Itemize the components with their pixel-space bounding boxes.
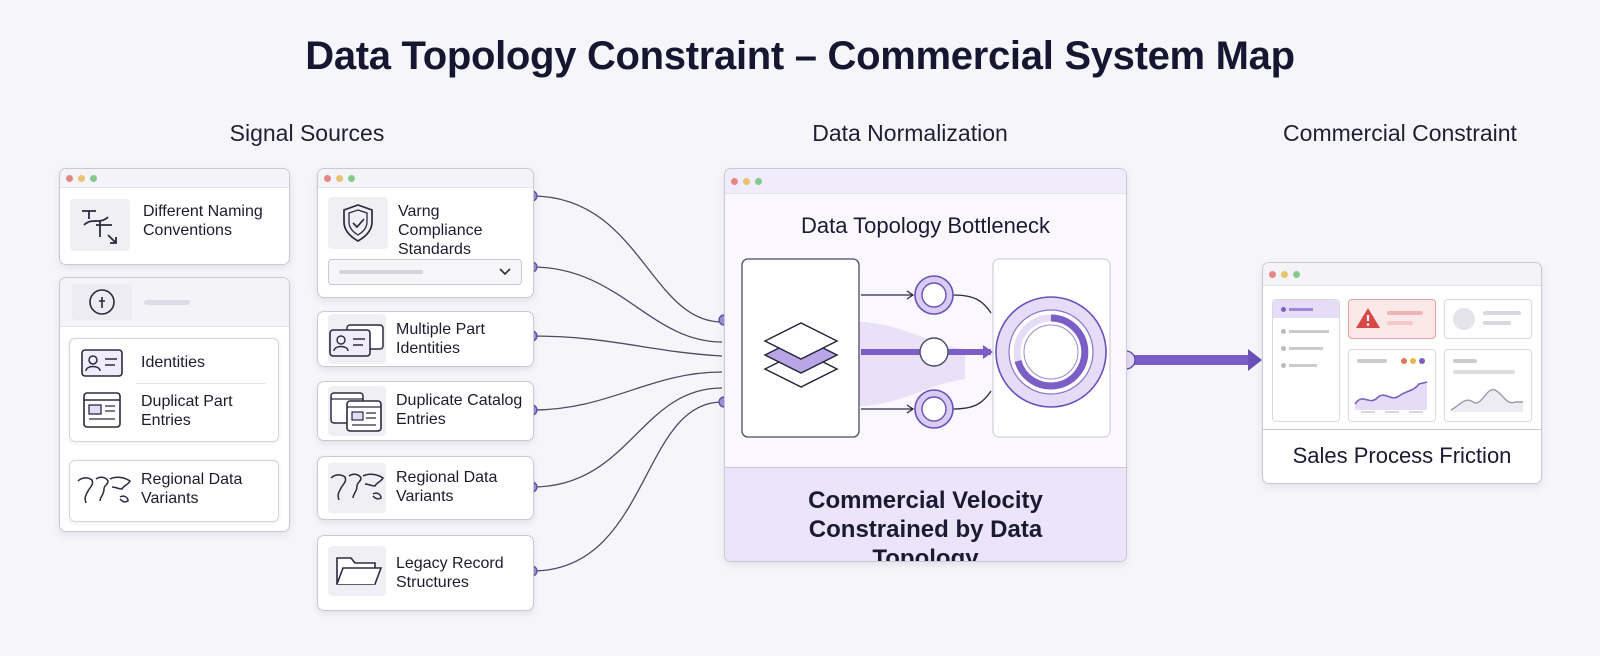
source-label: Regional Data Variants	[396, 469, 498, 505]
bottleneck-window: Data Topology Bottleneck	[724, 168, 1127, 562]
page-title: Data Topology Constraint – Commercial Sy…	[305, 34, 1295, 78]
profile-card	[1444, 299, 1532, 339]
connector-curve	[531, 401, 723, 572]
shield-icon	[328, 197, 388, 249]
naming-icon	[70, 199, 130, 251]
bottleneck-footer: Commercial Velocity Constrained by Data …	[725, 467, 1126, 562]
dashboard-sidebar	[1272, 299, 1340, 422]
id-card-icon	[80, 347, 124, 384]
identities-label: Identities	[141, 354, 206, 371]
bottleneck-footer-text: Commercial Velocity Constrained by Data …	[808, 487, 1043, 562]
source-card-duplicate-catalog: Duplicate Catalog Entries	[317, 381, 534, 441]
output-arrow-head	[1248, 349, 1262, 371]
warning-icon	[1356, 308, 1380, 328]
bottleneck-heading: Data Topology Bottleneck	[800, 213, 1051, 238]
connector-curve	[531, 195, 723, 323]
naming-conventions-window: Different Naming Conventions	[59, 168, 290, 265]
id-cards-icon	[328, 314, 386, 364]
bottleneck-graphic	[741, 258, 1111, 438]
world-map-icon	[74, 471, 134, 516]
alert-card	[1348, 299, 1436, 339]
source-label: Varng Compliance Standards	[398, 203, 483, 258]
source-label: Duplicate Catalog Entries	[396, 392, 523, 428]
column-header-signal-sources: Signal Sources	[229, 120, 385, 146]
world-map-icon	[328, 463, 386, 513]
connector-curve	[531, 371, 723, 411]
regional-data-variants-label: Regional Data Variants	[141, 471, 243, 507]
connector-curve	[531, 335, 723, 357]
document-icon	[82, 391, 122, 436]
activity-chart-card	[1444, 349, 1532, 422]
folder-icon	[328, 546, 386, 596]
info-icon	[72, 284, 132, 320]
standards-dropdown[interactable]	[328, 259, 522, 285]
source-card-compliance: Varng Compliance Standards	[317, 168, 534, 298]
trend-chart-card	[1348, 349, 1436, 422]
connector-curve	[531, 387, 723, 488]
duplicat-part-entries-label: Duplicat Part Entries	[141, 393, 233, 429]
naming-conventions-label: Different Naming Conventions	[143, 203, 263, 239]
avatar	[1453, 308, 1475, 330]
connector-curve	[531, 266, 723, 343]
source-card-legacy: Legacy Record Structures	[317, 535, 534, 611]
part-data-window: Identities Duplicat Part Entries R	[59, 277, 290, 532]
column-header-data-normalization: Data Normalization	[812, 120, 1008, 146]
sales-dashboard-window: Sales Process Friction	[1262, 262, 1542, 484]
windows-icon	[328, 386, 386, 436]
chevron-down-icon	[499, 268, 511, 276]
source-card-multiple-part: Multiple Part Identities	[317, 311, 534, 367]
regional-variants-group: Regional Data Variants	[69, 460, 279, 522]
source-label: Multiple Part Identities	[396, 321, 485, 357]
column-header-commercial-constraint: Commercial Constraint	[1283, 120, 1517, 146]
source-label: Legacy Record Structures	[396, 555, 504, 591]
placeholder-bar	[144, 300, 190, 305]
source-card-regional: Regional Data Variants	[317, 456, 534, 520]
output-arrow-shaft	[1128, 355, 1252, 365]
dashboard-caption: Sales Process Friction	[1292, 443, 1512, 468]
identities-group: Identities Duplicat Part Entries	[69, 338, 279, 442]
